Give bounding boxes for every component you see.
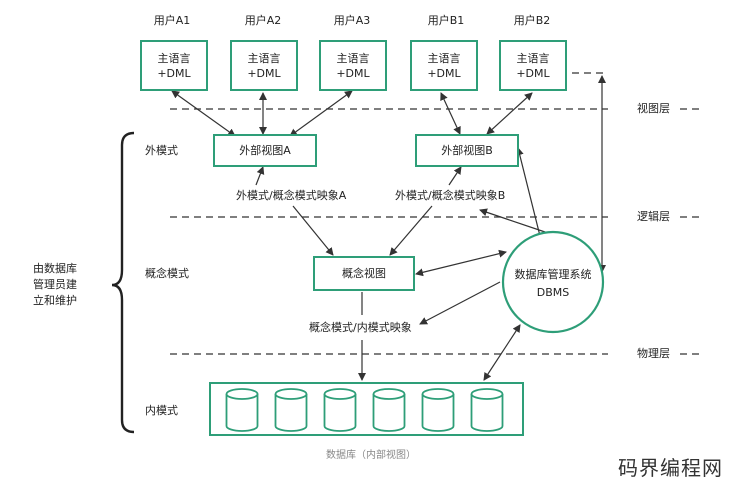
database-cylinder bbox=[274, 388, 308, 432]
dbms-label-line1: 数据库管理系统 bbox=[514, 268, 592, 281]
dba-line-1: 由数据库 bbox=[33, 262, 77, 275]
mapping-internal-label: 概念模式/内模式映象 bbox=[309, 321, 412, 334]
user-box-line2: +DML bbox=[157, 66, 191, 80]
user-box-line2: +DML bbox=[247, 66, 281, 80]
layer-label-view: 视图层 bbox=[637, 102, 670, 115]
layer-label-logic: 逻辑层 bbox=[637, 210, 670, 223]
user-box-a3: 主语言 +DML bbox=[319, 40, 387, 91]
user-label-b1: 用户B1 bbox=[427, 14, 465, 27]
database-cylinder bbox=[225, 388, 259, 432]
user-box-line1: 主语言 bbox=[516, 51, 550, 65]
level-label-conceptual: 概念模式 bbox=[145, 267, 189, 280]
mapping-b-label: 外模式/概念模式映象B bbox=[395, 189, 506, 202]
layer-label-physical: 物理层 bbox=[637, 347, 670, 360]
user-box-line1: 主语言 bbox=[427, 51, 461, 65]
user-box-b1: 主语言 +DML bbox=[410, 40, 478, 91]
user-box-a2: 主语言 +DML bbox=[230, 40, 298, 91]
level-label-internal: 内模式 bbox=[145, 404, 178, 417]
external-view-b: 外部视图B bbox=[415, 134, 519, 167]
storage-caption: 数据库（内部视图） bbox=[326, 450, 416, 461]
watermark-text: 码界编程网 bbox=[618, 456, 723, 480]
external-view-a: 外部视图A bbox=[213, 134, 317, 167]
dbms-label-line2: DBMS bbox=[536, 286, 570, 299]
user-box-line1: 主语言 bbox=[247, 51, 281, 65]
level-label-external: 外模式 bbox=[145, 144, 178, 157]
user-label-b2: 用户B2 bbox=[513, 14, 551, 27]
user-box-line2: +DML bbox=[336, 66, 370, 80]
database-cylinder bbox=[421, 388, 455, 432]
user-label-a2: 用户A2 bbox=[244, 14, 282, 27]
user-box-line1: 主语言 bbox=[157, 51, 191, 65]
storage-cylinders bbox=[225, 388, 504, 432]
user-box-line2: +DML bbox=[516, 66, 550, 80]
dba-brace bbox=[111, 131, 135, 434]
user-box-b2: 主语言 +DML bbox=[499, 40, 567, 91]
concept-view: 概念视图 bbox=[313, 256, 415, 291]
user-label-a3: 用户A3 bbox=[333, 14, 371, 27]
database-cylinder bbox=[470, 388, 504, 432]
database-cylinder bbox=[372, 388, 406, 432]
user-box-line2: +DML bbox=[427, 66, 461, 80]
dba-line-3: 立和维护 bbox=[33, 294, 77, 307]
concept-view-label: 概念视图 bbox=[342, 267, 386, 280]
user-box-a1: 主语言 +DML bbox=[140, 40, 208, 91]
user-label-a1: 用户A1 bbox=[153, 14, 191, 27]
external-view-b-label: 外部视图B bbox=[441, 144, 493, 157]
external-view-a-label: 外部视图A bbox=[239, 144, 291, 157]
database-cylinder bbox=[323, 388, 357, 432]
user-box-line1: 主语言 bbox=[336, 51, 370, 65]
dba-line-2: 管理员建 bbox=[33, 278, 77, 291]
dbms-circle bbox=[501, 230, 605, 334]
mapping-a-label: 外模式/概念模式映象A bbox=[236, 189, 347, 202]
